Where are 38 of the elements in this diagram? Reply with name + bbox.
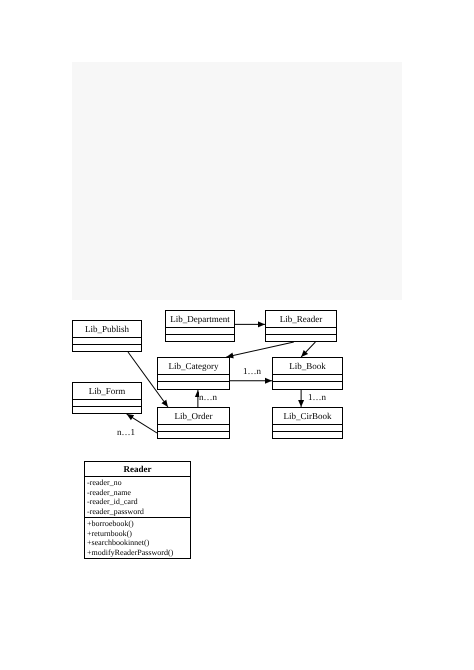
class-name: Lib_CirBook bbox=[273, 408, 342, 425]
class-box bbox=[272, 407, 343, 439]
arrow bbox=[128, 352, 168, 408]
method: +returnbook() bbox=[86, 528, 133, 538]
class-name: Lib_Form bbox=[73, 383, 141, 400]
arrow bbox=[126, 414, 158, 434]
class-box bbox=[84, 461, 191, 559]
class-box bbox=[72, 382, 142, 414]
class-name: Reader bbox=[85, 462, 190, 477]
class-name: Lib_Book bbox=[273, 358, 342, 375]
class-box bbox=[272, 357, 343, 390]
attribute: -reader_name bbox=[86, 488, 132, 497]
method: +borroebook() bbox=[86, 519, 135, 528]
class-name: Lib_Reader bbox=[266, 311, 336, 328]
arrow bbox=[226, 342, 294, 358]
multiplicity-label: 1…n bbox=[308, 392, 326, 402]
multiplicity-label: n…n bbox=[199, 392, 217, 402]
method: +searchbookinnet() bbox=[86, 538, 150, 548]
class-box bbox=[165, 310, 235, 342]
class-name: Lib_Order bbox=[158, 408, 229, 425]
arrow bbox=[194, 390, 201, 408]
arrow bbox=[300, 342, 316, 358]
class-name: Lib_Department bbox=[166, 311, 234, 328]
class-box bbox=[157, 407, 230, 439]
attribute: -reader_id_card bbox=[86, 497, 139, 506]
class-name: Lib_Category bbox=[158, 358, 229, 375]
multiplicity-label: n…1 bbox=[117, 427, 135, 437]
class-box bbox=[265, 310, 337, 342]
arrow bbox=[230, 378, 272, 384]
arrow bbox=[234, 321, 266, 328]
arrow bbox=[298, 390, 304, 408]
multiplicity-label: 1…n bbox=[243, 366, 261, 376]
class-box bbox=[72, 320, 142, 352]
class-name: Lib_Publish bbox=[73, 321, 141, 338]
attribute: -reader_no bbox=[86, 478, 123, 488]
attribute: -reader_password bbox=[86, 506, 145, 516]
method: +modifyReaderPassword() bbox=[86, 548, 174, 557]
class-box bbox=[157, 357, 230, 390]
